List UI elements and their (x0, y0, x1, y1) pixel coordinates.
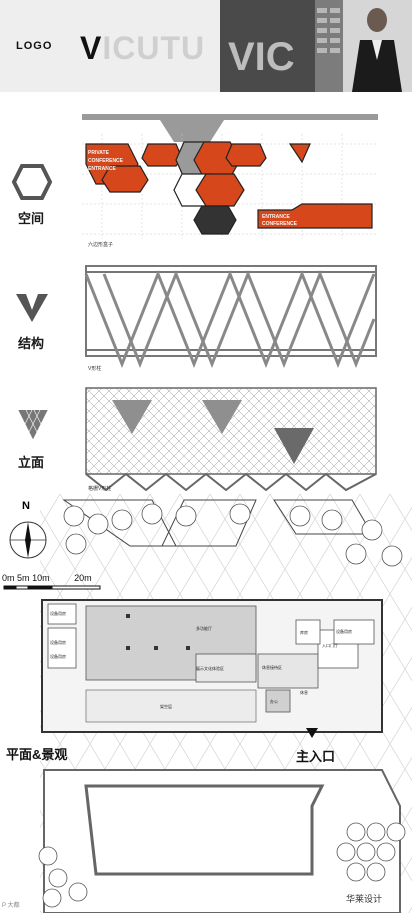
facade-word-4: ENTRANCE (262, 214, 290, 220)
room-label-7: 入口门厅 (322, 642, 338, 648)
entrance-label: 主入口 (296, 749, 336, 764)
room-label-10: 办公 (270, 698, 278, 704)
brand-title: VICUTU (80, 30, 205, 67)
logo-text: LOGO (16, 40, 53, 52)
room-label-12: 架空层 (160, 703, 172, 709)
v-grid-icon (17, 409, 49, 441)
watermark-right: 华莱设计 (344, 891, 385, 906)
scale-0: 0m (2, 573, 15, 583)
room-label-1: 多功能厅 (196, 625, 212, 631)
facade-word-3: ENTRANCE (88, 166, 116, 172)
caption-facade: 格栅V形柱 (88, 485, 111, 492)
room-label-4: 设备用房 (50, 653, 66, 659)
watermark-left: P 大都 (2, 903, 20, 909)
caption-space: 六边形盒子 (88, 241, 113, 248)
room-label-3: 设备用房 (50, 639, 66, 645)
hexagon-icon (12, 164, 52, 200)
v-icon (16, 294, 48, 322)
facade-word-5: CONFERENCE (262, 221, 298, 227)
room-label-2: 设备用房 (50, 610, 66, 616)
scale-5: 5m (17, 573, 30, 583)
scale-labels: 0m 5m 10m 20m (2, 573, 122, 583)
space-diagram: PRIVATE CONFERENCE ENTRANCE ENTRANCE CON… (82, 114, 378, 248)
section-label-structure: 结构 (18, 336, 45, 351)
svg-text:VIC: VIC (228, 35, 295, 79)
brand-rest: ICUTU (102, 30, 206, 66)
scale-10: 10m (32, 573, 50, 583)
structure-diagram: V形柱 (84, 265, 377, 372)
facade-word-2: CONFERENCE (88, 158, 124, 164)
photo-illustration: VIC (220, 0, 412, 92)
facade-word-1: PRIVATE (88, 150, 110, 156)
section-label-space: 空间 (18, 211, 45, 226)
room-label-9: 展示文化体验区 (196, 665, 224, 671)
room-label-5: 设备用房 (336, 628, 352, 634)
facade-diagram: 格栅V形柱 (85, 387, 377, 492)
brand-mark: V (80, 30, 103, 66)
room-label-8: 休息接待区 (262, 664, 282, 670)
caption-structure: V形柱 (88, 365, 101, 372)
north-letter: N (22, 500, 30, 512)
room-label-11: 休息 (300, 689, 308, 695)
scale-20: 20m (74, 573, 92, 583)
section-label-facade: 立面 (18, 455, 45, 470)
plan-title: 平面&景观 (6, 747, 68, 762)
site-plan: 多功能厅 设备用房 设备用房 设备用房 设备用房 库房 入口门厅 休息接待区 展… (0, 494, 412, 913)
room-label-6: 库房 (300, 629, 308, 635)
header-banner: LOGO VICUTU VIC (0, 0, 412, 92)
storefront-photo: VIC (220, 0, 412, 92)
